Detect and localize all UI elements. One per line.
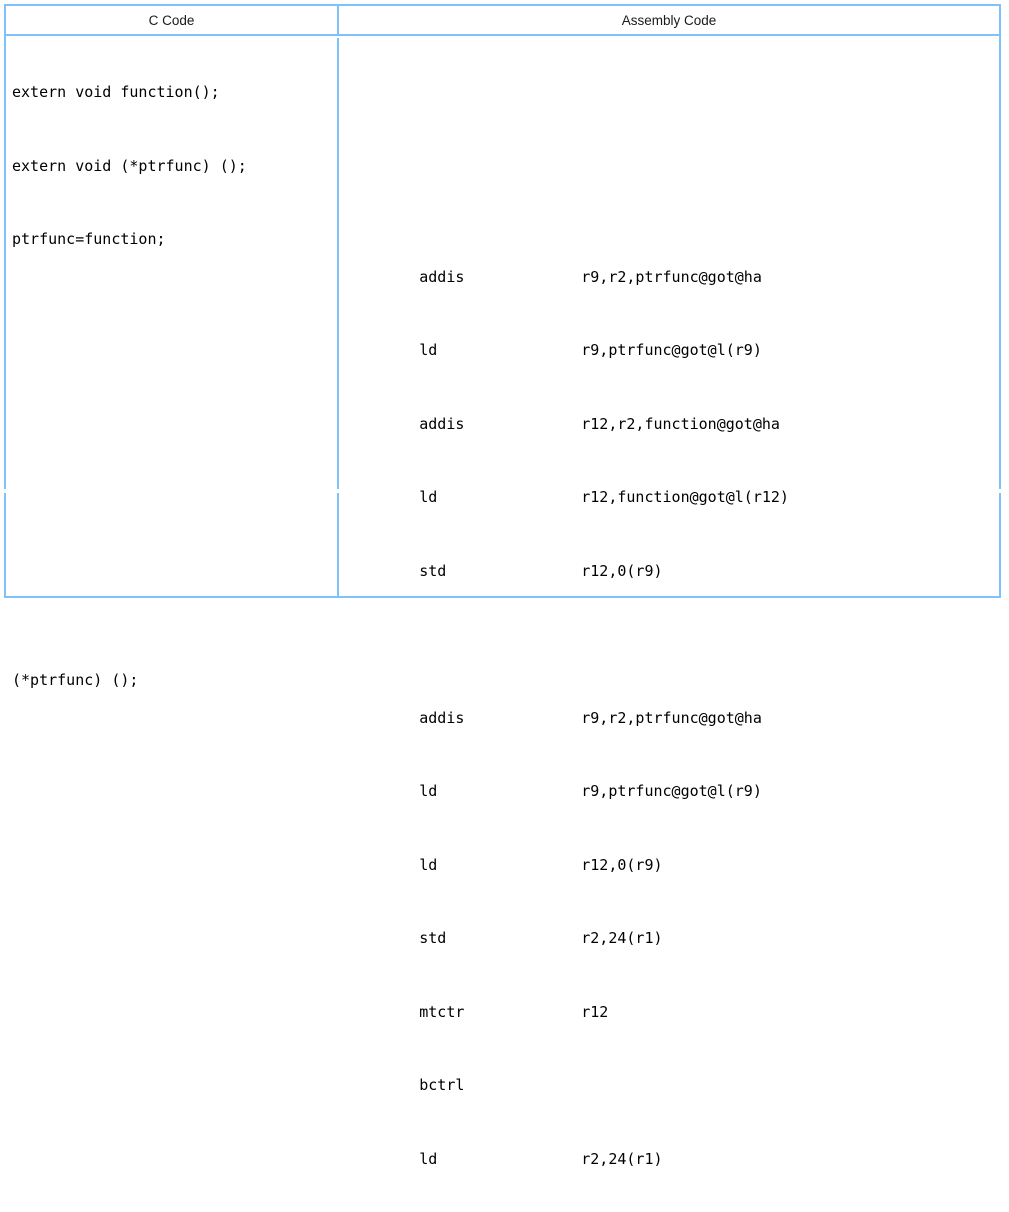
assembly-line: ld r12,0(r9)	[347, 809, 997, 874]
assembly-line: addis r9,r2,ptrfunc@got@ha	[347, 221, 997, 286]
c-code-line	[12, 1103, 332, 1141]
assembly-mnemonic: addis	[419, 267, 465, 286]
c-code-line: (*ptrfunc) ();	[12, 671, 139, 689]
assembly-operands: r12,0(r9)	[581, 855, 663, 874]
assembly-operands: r12,r2,function@got@ha	[581, 414, 780, 433]
table-header-row: C Code Assembly Code	[6, 6, 999, 36]
assembly-mnemonic: addis	[419, 414, 465, 433]
assembly-line: addis r12,r2,function@got@ha	[347, 368, 997, 433]
c-code-line	[12, 295, 332, 333]
assembly-operands: r9,ptrfunc@got@l(r9)	[581, 782, 762, 800]
assembly-line: bctrl	[347, 1030, 997, 1094]
assembly-line: ld r9,ptrfunc@got@l(r9)	[347, 295, 997, 359]
c-code-line: extern void (*ptrfunc) ();	[12, 156, 247, 175]
assembly-line: std r12,0(r9)	[347, 515, 997, 580]
c-code-line: extern void function();	[12, 83, 220, 101]
assembly-operands: r2,24(r1)	[581, 1149, 663, 1168]
assembly-mnemonic: std	[419, 929, 447, 947]
assembly-operands: r9,r2,ptrfunc@got@ha	[581, 267, 762, 286]
c-code-line	[12, 368, 332, 406]
assembly-mnemonic: mtctr	[419, 1002, 465, 1021]
body-column-divider-lower	[337, 493, 339, 596]
assembly-operands: r12,0(r9)	[581, 561, 663, 580]
assembly-line: ld r12,function@got@l(r12)	[347, 442, 997, 506]
table-body: extern void function(); extern void (*pt…	[4, 38, 1001, 1168]
assembly-operands: r12,function@got@l(r12)	[581, 488, 789, 506]
assembly-code-cell: addis r9,r2,ptrfunc@got@ha ld r9,ptrfunc@g…	[347, 38, 997, 1177]
assembly-mnemonic: std	[419, 561, 447, 580]
c-code-line	[12, 442, 332, 480]
assembly-operands: r12	[581, 1002, 609, 1021]
c-code-line	[12, 1030, 332, 1068]
c-code-line	[12, 956, 332, 994]
row-seam-notch-right	[998, 489, 1001, 493]
header-column-divider	[337, 6, 339, 36]
assembly-line	[347, 74, 997, 112]
row-seam-notch-left	[4, 489, 7, 493]
c-code-line	[12, 809, 332, 847]
column-header-c-code: C Code	[148, 13, 195, 28]
code-comparison-table: C Code Assembly Code extern void functio…	[4, 4, 1001, 1168]
assembly-line: addis r9,r2,ptrfunc@got@ha	[347, 662, 997, 727]
assembly-operands: r2,24(r1)	[581, 929, 663, 947]
assembly-operands: r9,ptrfunc@got@l(r9)	[581, 341, 762, 359]
assembly-line: std r2,24(r1)	[347, 883, 997, 947]
assembly-line: mtctr r12	[347, 956, 997, 1021]
c-code-line: ptrfunc=function;	[12, 230, 166, 248]
assembly-mnemonic: ld	[419, 782, 438, 800]
assembly-mnemonic: ld	[419, 488, 438, 506]
c-code-cell: extern void function(); extern void (*pt…	[12, 38, 332, 1177]
assembly-mnemonic: ld	[419, 1149, 438, 1168]
c-code-line	[12, 589, 332, 627]
c-code-line	[12, 883, 332, 921]
assembly-line	[347, 589, 997, 627]
assembly-mnemonic: ld	[419, 341, 438, 359]
assembly-mnemonic: addis	[419, 708, 465, 727]
assembly-mnemonic: bctrl	[419, 1076, 465, 1094]
c-code-line	[12, 736, 332, 774]
column-header-assembly-code: Assembly Code	[621, 13, 717, 28]
c-code-line	[12, 515, 332, 553]
body-column-divider-upper	[337, 38, 339, 489]
assembly-line: ld r9,ptrfunc@got@l(r9)	[347, 736, 997, 800]
assembly-line	[347, 148, 997, 186]
assembly-operands: r9,r2,ptrfunc@got@ha	[581, 708, 762, 727]
assembly-mnemonic: ld	[419, 855, 438, 874]
assembly-line: ld r2,24(r1)	[347, 1103, 997, 1168]
